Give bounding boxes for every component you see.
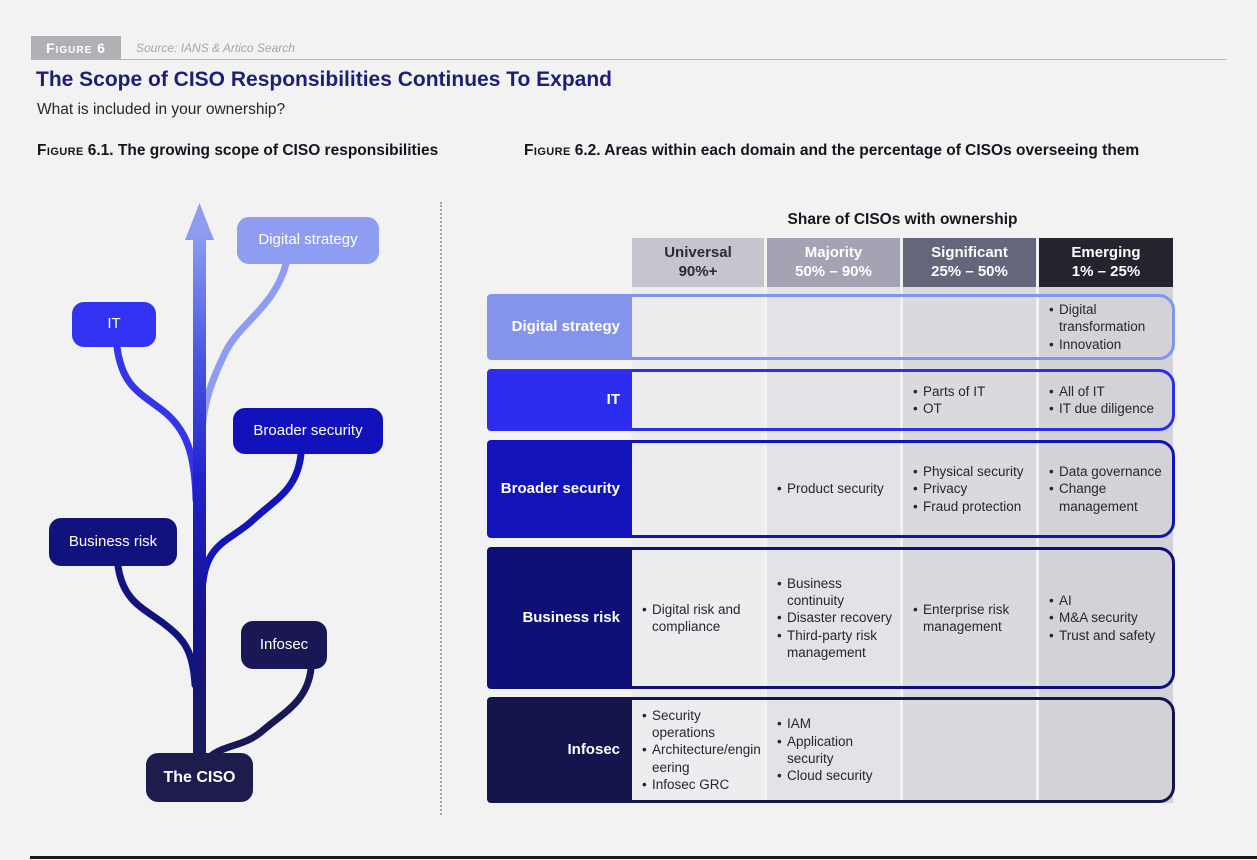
column-header-majority: Majority 50% – 90% [767, 238, 900, 287]
cell-emerging: Digital transformation Innovation [1039, 297, 1172, 357]
node-broader-security: Broader security [233, 408, 383, 454]
table-row-it: IT Parts of IT OT All of IT IT due dilig… [487, 369, 1175, 431]
cell-item: Parts of IT [912, 383, 1033, 401]
cell-significant: Enterprise risk management [903, 550, 1037, 686]
cell-significant: Physical security Privacy Fraud protecti… [903, 443, 1037, 535]
cell-item: OT [912, 400, 1033, 418]
row-label: Broader security [490, 443, 632, 535]
cell-universal: Digital risk and compliance [632, 550, 765, 686]
table-row-business-risk: Business risk Digital risk and complianc… [487, 547, 1175, 689]
table-row-broader-security: Broader security Product security Physic… [487, 440, 1175, 538]
column-label: Significant [931, 243, 1008, 261]
cell-item: Security operations [641, 707, 761, 742]
arrowhead [185, 203, 214, 240]
column-header-significant: Significant 25% – 50% [903, 238, 1036, 287]
cell-universal: Security operations Architecture/enginee… [632, 700, 765, 800]
column-range: 50% – 90% [795, 262, 872, 280]
table-title: Share of CISOs with ownership [787, 211, 1018, 228]
trunk [193, 234, 206, 774]
row-label: Digital strategy [490, 297, 632, 357]
cell-item: Architecture/engineering [641, 741, 761, 776]
cell-item: Cloud security [776, 767, 897, 785]
column-label: Emerging [1071, 243, 1141, 261]
column-band-emerging [1039, 287, 1173, 803]
figure-tag: Figure 6 [31, 36, 121, 59]
row-label: Infosec [490, 700, 632, 800]
cell-item: Digital transformation [1048, 301, 1168, 336]
cell-majority: IAM Application security Cloud security [767, 700, 901, 800]
cell-majority: Product security [767, 443, 901, 535]
table-row-digital-strategy: Digital strategy Digital transformation … [487, 294, 1175, 360]
table-row-infosec: Infosec Security operations Architecture… [487, 697, 1175, 803]
bottom-rule [30, 856, 1257, 859]
node-it: IT [72, 302, 156, 347]
dotted-divider [440, 202, 442, 815]
cell-item: Third-party risk management [776, 627, 897, 662]
cell-item: All of IT [1048, 383, 1168, 401]
cell-item: IAM [776, 715, 897, 733]
branch-it [113, 343, 200, 504]
cell-item: Application security [776, 733, 897, 768]
column-label: Majority [804, 243, 863, 261]
cell-item: Product security [776, 480, 897, 498]
node-business-risk: Business risk [49, 518, 177, 566]
cell-item: Change management [1048, 480, 1168, 515]
caption-text: 6.1. The growing scope of CISO responsib… [87, 142, 439, 159]
node-digital-strategy: Digital strategy [237, 217, 379, 264]
column-range: 25% – 50% [931, 262, 1008, 280]
node-the-ciso: The CISO [146, 753, 253, 802]
row-label: Business risk [490, 550, 632, 686]
cell-item: Privacy [912, 480, 1033, 498]
column-header-emerging: Emerging 1% – 25% [1039, 238, 1173, 287]
growth-arrow-tree [113, 203, 315, 779]
caption-prefix: Figure [37, 142, 84, 159]
branch-broader-security [199, 450, 305, 586]
column-range: 90%+ [678, 262, 718, 280]
page-subtitle: What is included in your ownership? [37, 101, 286, 118]
column-range: 1% – 25% [1071, 262, 1141, 280]
cell-item: Business continuity [776, 575, 897, 610]
branch-business-risk [114, 562, 199, 689]
header-rule [31, 59, 1226, 60]
cell-item: Enterprise risk management [912, 601, 1033, 636]
caption-prefix: Figure [524, 142, 571, 159]
cell-item: Fraud protection [912, 498, 1033, 516]
node-infosec: Infosec [241, 621, 327, 669]
growth-tree-diagram: Digital strategy IT Broader security Bus… [30, 190, 442, 838]
page-title: The Scope of CISO Responsibilities Conti… [36, 68, 613, 91]
column-header-universal: Universal 90%+ [632, 238, 764, 287]
cell-item: Innovation [1048, 336, 1168, 354]
cell-majority: Business continuity Disaster recovery Th… [767, 550, 901, 686]
source-note: Source: IANS & Artico Search [136, 41, 295, 55]
cell-item: AI [1048, 592, 1168, 610]
cell-emerging: All of IT IT due diligence [1039, 372, 1172, 428]
cell-item: Disaster recovery [776, 609, 897, 627]
column-label: Universal [664, 243, 732, 261]
caption-text: 6.2. Areas within each domain and the pe… [574, 142, 1140, 159]
column-band-significant [903, 287, 1036, 803]
cell-item: Trust and safety [1048, 627, 1168, 645]
cell-emerging: Data governance Change management [1039, 443, 1172, 535]
cell-item: M&A security [1048, 609, 1168, 627]
cell-item: Physical security [912, 463, 1033, 481]
cell-item: IT due diligence [1048, 400, 1168, 418]
cell-emerging: AI M&A security Trust and safety [1039, 550, 1172, 686]
cell-item: Digital risk and compliance [641, 601, 761, 636]
cell-item: Infosec GRC [641, 776, 761, 794]
cell-item: Data governance [1048, 463, 1168, 481]
cell-significant: Parts of IT OT [903, 372, 1037, 428]
row-label: IT [490, 372, 632, 428]
